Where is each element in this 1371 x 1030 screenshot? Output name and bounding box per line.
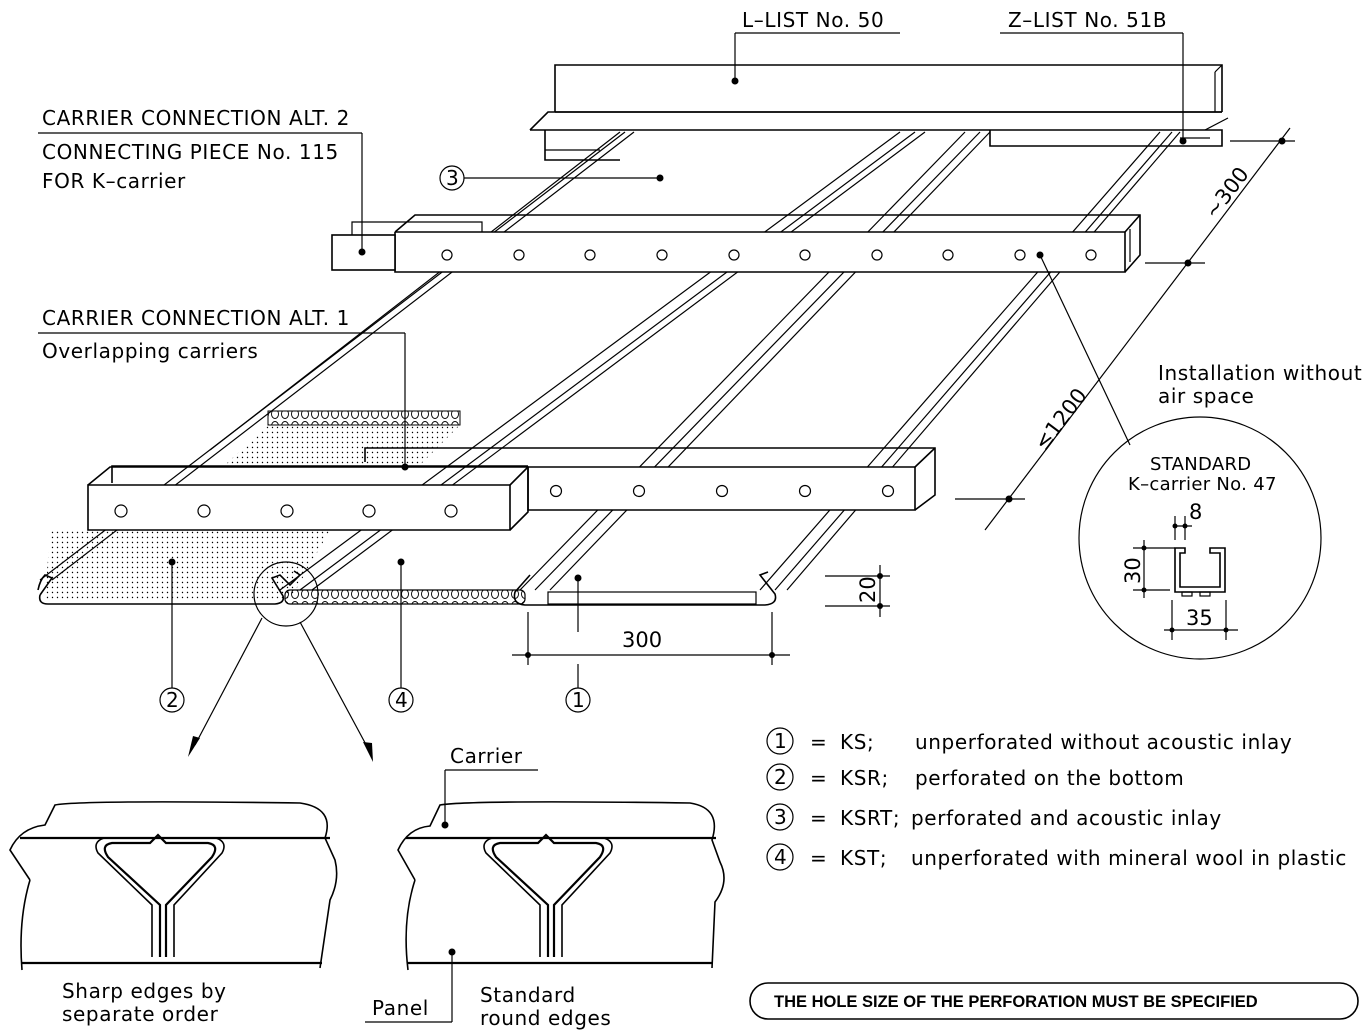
svg-text:=: = [810,806,827,830]
svg-text:unperforated with mineral wool: unperforated with mineral wool in plasti… [911,846,1347,870]
perforation-note-text: THE HOLE SIZE OF THE PERFORATION MUST BE… [774,993,1258,1011]
upper-carrier-holes [441,249,1097,261]
callout-4-text: 4 [395,688,408,712]
svg-text:KSRT;: KSRT; [840,806,900,830]
callout-3-text: 3 [446,166,459,190]
carrier-alt2-label: CARRIER CONNECTION ALT. 2 CONNECTING PIE… [38,106,366,256]
legend-item-3: 3 = KSRT; perforated and acoustic inlay [766,803,1222,831]
svg-text:unperforated without acoustic: unperforated without acoustic inlay [915,730,1292,754]
dimension-20: 20 [825,565,890,617]
l-list-profile [554,64,1223,113]
legend: 1 = KS; unperforated without acoustic in… [766,727,1347,871]
installation-text-2: air space [1158,384,1254,408]
dimension-300-text: 300 [622,628,662,652]
callout-3: 3 [439,165,664,191]
svg-text:=: = [810,766,827,790]
sharp-edges-text-2: separate order [62,1002,219,1026]
carrier-alt1-title: CARRIER CONNECTION ALT. 1 [42,306,350,330]
l-list-label: L–LIST No. 50 [731,8,900,85]
detail-circle [253,561,319,627]
l-list-text: L–LIST No. 50 [742,8,884,32]
callout-2: 2 [159,558,185,713]
k-carrier-detail: STANDARD K–carrier No. 47 8 30 35 [1078,416,1322,660]
z-list-text: Z–LIST No. 51B [1008,8,1167,32]
detail-sharp-edges: Sharp edges by separate order [9,801,338,1026]
carrier-alt2-title: CARRIER CONNECTION ALT. 2 [42,106,350,130]
z-list-profile [529,111,1229,161]
svg-text:=: = [810,730,827,754]
svg-text:1: 1 [774,729,787,753]
wool-inlay-top [225,410,461,465]
dimension-1200-text: ≤1200 [1030,384,1092,455]
lower-right-holes [549,484,895,498]
lower-carrier-left [87,465,529,531]
round-edges-text-1: Standard [480,983,576,1007]
callout-1: 1 [565,574,591,713]
upper-carrier [331,214,1141,273]
panel-sections [37,530,777,606]
lower-left-holes [114,504,458,518]
svg-text:3: 3 [774,805,787,829]
callout-4: 4 [388,558,414,713]
svg-text:2: 2 [774,765,787,789]
k-carrier-dim-8: 8 [1189,500,1202,524]
carrier-alt1-sub: Overlapping carriers [42,339,258,363]
callout-2-text: 2 [166,688,179,712]
z-list-label: Z–LIST No. 51B [1000,8,1187,145]
legend-item-4: 4 = KST; unperforated with mineral wool … [766,843,1347,871]
svg-text:perforated and acoustic inlay: perforated and acoustic inlay [911,806,1222,830]
dimension-300: 300 [512,612,790,665]
callout-1-text: 1 [572,688,585,712]
dimension-20-text: 20 [856,576,880,603]
legend-item-1: 1 = KS; unperforated without acoustic in… [766,727,1292,755]
k-carrier-name: K–carrier No. 47 [1128,474,1277,495]
carrier-alt1-label: CARRIER CONNECTION ALT. 1 Overlapping ca… [38,306,409,471]
svg-text:KSR;: KSR; [840,766,889,790]
round-edges-text-2: round edges [480,1006,611,1030]
carrier-alt2-piece: CONNECTING PIECE No. 115 [42,140,339,164]
dimension-300-diag-text: ~300 [1200,162,1254,223]
detail-round-edges: Carrier Panel Standard round edges [365,744,725,1030]
svg-text:KS;: KS; [840,730,874,754]
installation-text-1: Installation without [1158,361,1362,385]
svg-text:KST;: KST; [840,846,887,870]
detail-panel-text: Panel [372,996,429,1020]
svg-text:=: = [810,846,827,870]
k-carrier-dim-35: 35 [1186,606,1213,630]
carrier-alt2-for: FOR K–carrier [42,169,186,193]
sharp-edges-text-1: Sharp edges by [62,979,227,1003]
k-carrier-dim-30: 30 [1121,557,1145,584]
k-carrier-standard: STANDARD [1150,454,1251,475]
svg-text:4: 4 [774,845,787,869]
detail-carrier-text: Carrier [450,744,523,768]
perforation-note: THE HOLE SIZE OF THE PERFORATION MUST BE… [749,982,1359,1020]
svg-text:perforated on the bottom: perforated on the bottom [915,766,1184,790]
legend-item-2: 2 = KSR; perforated on the bottom [766,763,1184,791]
